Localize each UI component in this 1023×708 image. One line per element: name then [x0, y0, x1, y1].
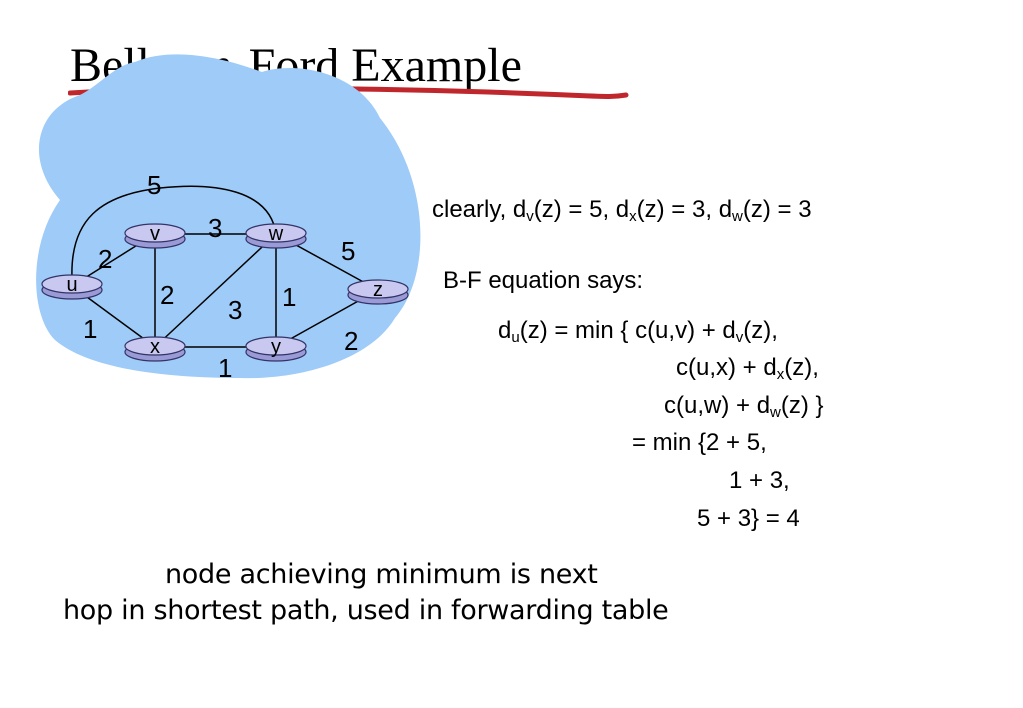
node-label-u: u — [66, 274, 77, 296]
equation-line-1: du(z) = min { c(u,v) + dv(z), — [498, 317, 778, 346]
cost-w-z: 5 — [341, 236, 355, 266]
router-w: w — [245, 223, 307, 249]
router-y: y — [245, 336, 307, 362]
cost-u-w: 5 — [147, 170, 161, 200]
edge-costs: 5 3 2 2 3 1 5 1 2 1 — [83, 170, 358, 383]
clearly-line: clearly, dv(z) = 5, dx(z) = 3, dw(z) = 3 — [432, 196, 812, 225]
edge-u-w — [71, 185, 277, 279]
note-line-2: hop in shortest path, used in forwarding… — [63, 595, 669, 626]
router-u: u — [41, 274, 103, 300]
node-label-w: w — [268, 223, 284, 245]
network-graph: 5 3 2 2 3 1 5 1 2 1 u v w x y z — [36, 54, 421, 383]
node-label-v: v — [150, 223, 160, 245]
cost-v-x: 2 — [160, 280, 174, 310]
edge-x-w — [154, 233, 277, 348]
node-label-x: x — [150, 336, 160, 358]
cost-w-y: 1 — [282, 282, 296, 312]
equation-line-5: 1 + 3, — [729, 467, 790, 494]
cost-x-y: 1 — [218, 353, 232, 383]
cost-v-w: 3 — [208, 213, 222, 243]
equation-line-2: c(u,x) + dx(z), — [676, 354, 819, 383]
bf-equation-heading: B-F equation says: — [443, 267, 644, 294]
cost-y-z: 2 — [344, 326, 358, 356]
cost-u-v: 2 — [98, 244, 112, 274]
router-v: v — [124, 223, 186, 249]
equation-line-6: 5 + 3} = 4 — [697, 505, 800, 532]
router-z: z — [347, 279, 409, 305]
network-cloud — [36, 54, 421, 379]
node-label-z: z — [373, 279, 383, 301]
equation-line-3: c(u,w) + dw(z) } — [664, 392, 824, 421]
node-label-y: y — [271, 336, 281, 358]
router-x: x — [124, 336, 186, 362]
cost-u-x: 1 — [83, 314, 97, 344]
note-line-1: node achieving minimum is next — [165, 559, 598, 590]
cost-x-w: 3 — [228, 295, 242, 325]
equation-line-4: = min {2 + 5, — [632, 429, 767, 456]
